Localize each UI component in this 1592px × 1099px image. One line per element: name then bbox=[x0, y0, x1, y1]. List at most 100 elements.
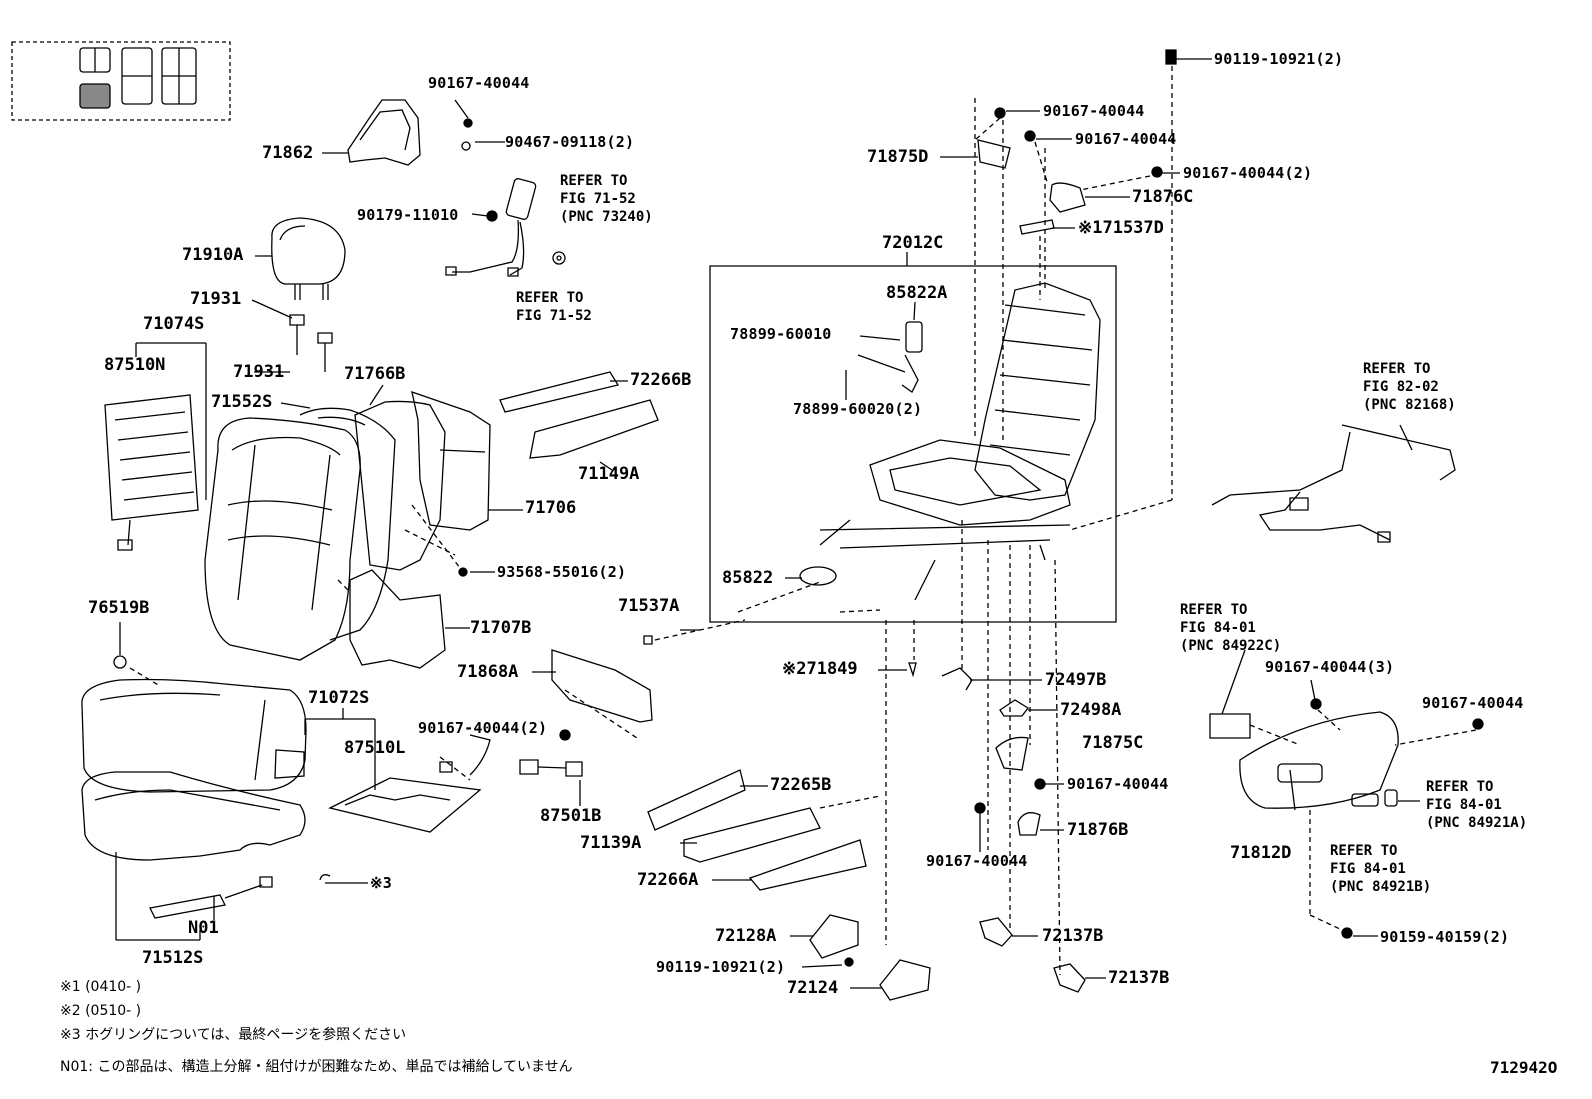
leader-lines bbox=[116, 59, 1420, 988]
callout-90159-40159: 90159-40159(2) bbox=[1380, 928, 1510, 946]
callout-87501B: 87501B bbox=[540, 806, 602, 826]
callout-87510N: 87510N bbox=[104, 355, 166, 375]
seatback-cover bbox=[205, 418, 360, 660]
cover-72137B-a bbox=[980, 918, 1012, 946]
callout-71875D: 71875D bbox=[867, 147, 929, 167]
motor-85822 bbox=[800, 567, 836, 585]
callout-71876C: 71876C bbox=[1132, 187, 1194, 207]
rail-cover-72265B bbox=[648, 770, 745, 830]
side-shield-71812D bbox=[1240, 712, 1398, 808]
trim-71876C bbox=[1050, 183, 1085, 212]
refer-fig-71-52-a: REFER TO FIG 71-52 (PNC 73240) bbox=[560, 173, 653, 225]
callout-72498A: 72498A bbox=[1060, 700, 1122, 720]
motor-85822A bbox=[858, 322, 922, 392]
callout-71149A: 71149A bbox=[578, 464, 640, 484]
callout-78899-60020: 78899-60020(2) bbox=[793, 400, 923, 418]
wire-harness bbox=[1212, 425, 1455, 542]
seat-heater-mat bbox=[330, 735, 582, 832]
callout-71074S: 71074S bbox=[143, 314, 205, 334]
assembly-dash-lines bbox=[130, 66, 1476, 975]
callout-87510L: 87510L bbox=[344, 738, 406, 758]
callout-90167-40044-a: 90167-40044 bbox=[428, 74, 530, 92]
switch-84922C bbox=[1210, 714, 1250, 738]
callout-90167-40044-2: 90167-40044(2) bbox=[418, 719, 548, 737]
headrest-drawing bbox=[272, 218, 345, 300]
callout-71875C: 71875C bbox=[1082, 733, 1144, 753]
trim-71875D bbox=[978, 140, 1010, 168]
figure-id: 712942O bbox=[1490, 1058, 1558, 1077]
seat-frame-adjuster bbox=[820, 283, 1100, 600]
callout-72265B: 72265B bbox=[770, 775, 832, 795]
seat-belt-buckle bbox=[446, 178, 565, 276]
callout-90167-40044-e: 90167-40044 bbox=[926, 852, 1028, 870]
track-cap-72124 bbox=[880, 960, 930, 1000]
callout-72266B: 72266B bbox=[630, 370, 692, 390]
callout-90467-09118: 90467-09118(2) bbox=[505, 133, 635, 151]
bracket-72498A bbox=[1000, 700, 1028, 716]
callout-71868A: 71868A bbox=[457, 662, 519, 682]
rail-cover-72266B bbox=[500, 372, 618, 412]
switch-knobs bbox=[1352, 790, 1397, 806]
cover-72137B-b bbox=[1054, 964, 1085, 992]
footnote-2: ※2 (0510- ) bbox=[60, 1003, 142, 1019]
hog-ring-note-mark: ※3 bbox=[370, 874, 392, 892]
callout-78899-60010: 78899-60010 bbox=[730, 325, 832, 343]
footnote-N01: N01: この部品は、構造上分解・組付けが困難なため、単品では補給していません bbox=[60, 1059, 573, 1075]
footnote-1: ※1 (0410- ) bbox=[60, 979, 142, 995]
seat-frame-box bbox=[710, 266, 1116, 622]
callout-72137B-a: 72137B bbox=[1042, 926, 1104, 946]
callout-71139A: 71139A bbox=[580, 833, 642, 853]
fasteners bbox=[114, 50, 1483, 966]
bracket-72497B bbox=[942, 668, 972, 690]
callout-93568-55016: 93568-55016(2) bbox=[497, 563, 627, 581]
refer-fig-82-02: REFER TO FIG 82-02 (PNC 82168) bbox=[1363, 361, 1456, 413]
rail-cover-71149A bbox=[530, 400, 658, 458]
callout-71910A: 71910A bbox=[182, 245, 244, 265]
callout-N01: N01 bbox=[188, 918, 219, 938]
rail-cover-72266A bbox=[750, 840, 866, 890]
track-cap-72128A bbox=[810, 915, 858, 958]
footnote-3: ※3 ホグリングについては、最終ページを参照ください bbox=[60, 1027, 407, 1043]
seat-location-key bbox=[12, 42, 230, 120]
rail-cover-71139A bbox=[684, 808, 820, 862]
callout-90119-10921-a: 90119-10921(2) bbox=[1214, 50, 1344, 68]
callout-76519B: 76519B bbox=[88, 598, 150, 618]
back-heater-mat bbox=[105, 395, 198, 550]
callout-85822A: 85822A bbox=[886, 283, 948, 303]
callout-90179-11010: 90179-11010 bbox=[357, 206, 459, 224]
N01-pad bbox=[150, 877, 272, 918]
callout-90167-40044-c: 90167-40044 bbox=[1075, 130, 1177, 148]
trim-71875C bbox=[996, 737, 1028, 770]
callout-71812D: 71812D bbox=[1230, 843, 1292, 863]
callout-71862: 71862 bbox=[262, 143, 314, 163]
callout-90167-40044-f: 90167-40044 bbox=[1422, 694, 1524, 712]
hinge-cover-71862 bbox=[348, 100, 420, 165]
callout-71876B: 71876B bbox=[1067, 820, 1129, 840]
callout-90167-40044-d: 90167-40044 bbox=[1067, 775, 1169, 793]
seat-cushion-pad bbox=[82, 772, 305, 860]
pad-71537D bbox=[1020, 220, 1054, 234]
hog-ring-symbol bbox=[320, 875, 330, 880]
callout-71931-b: 71931 bbox=[233, 362, 285, 382]
callout-71552S: 71552S bbox=[211, 392, 273, 412]
seatback-board bbox=[355, 392, 490, 570]
callout-71537D: ※171537D bbox=[1078, 218, 1164, 238]
seatback-pad bbox=[300, 408, 395, 640]
callout-90167-40044-b: 90167-40044 bbox=[1043, 102, 1145, 120]
callout-72128A: 72128A bbox=[715, 926, 777, 946]
callout-71707B: 71707B bbox=[470, 618, 532, 638]
callout-71766B: 71766B bbox=[344, 364, 406, 384]
callout-72012C: 72012C bbox=[882, 233, 944, 253]
callout-71849: ※271849 bbox=[782, 659, 858, 679]
callout-71512S: 71512S bbox=[142, 948, 204, 968]
callout-71706: 71706 bbox=[525, 498, 577, 518]
callout-90119-10921-b: 90119-10921(2) bbox=[656, 958, 786, 976]
back-panel-71707B bbox=[350, 570, 445, 668]
callout-90167-40044-2b: 90167-40044(2) bbox=[1183, 164, 1313, 182]
refer-fig-71-52-b: REFER TO FIG 71-52 bbox=[516, 290, 592, 324]
trim-71876B bbox=[1018, 813, 1040, 835]
refer-fig-84-01-b: REFER TO FIG 84-01 (PNC 84921A) bbox=[1426, 779, 1528, 831]
callout-71931-a: 71931 bbox=[190, 289, 242, 309]
